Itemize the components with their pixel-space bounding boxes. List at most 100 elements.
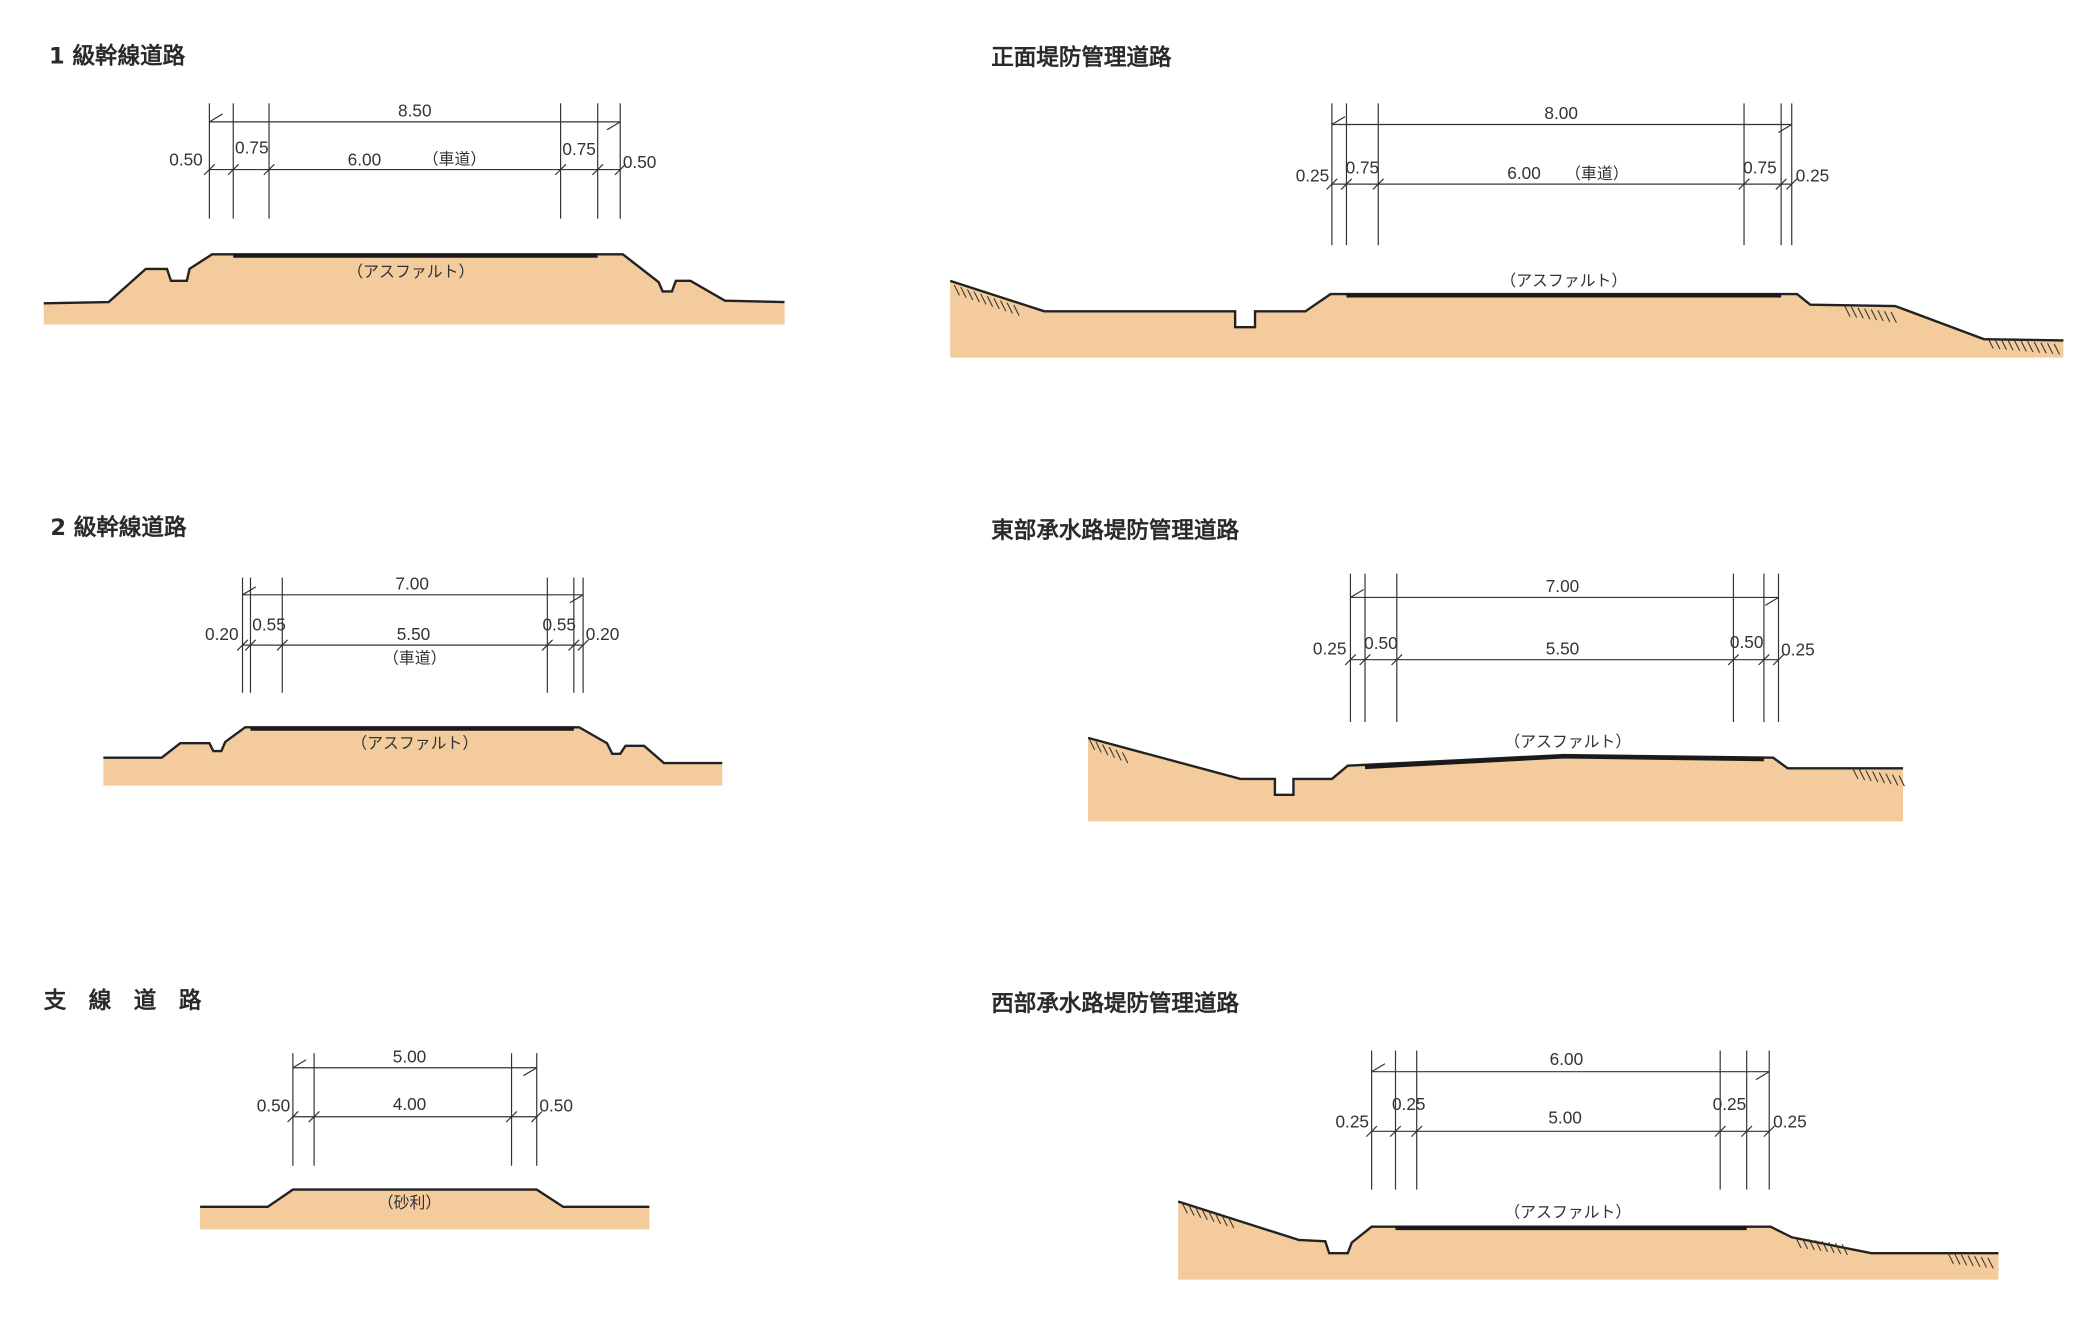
slope-hatch-mark xyxy=(1890,311,1897,323)
width-label: 0.25 xyxy=(1796,165,1830,185)
dimension-tick xyxy=(287,1111,299,1123)
dimension-tick xyxy=(523,1067,538,1077)
slope-hatch-mark xyxy=(1208,1210,1215,1223)
dimension-tick xyxy=(1331,116,1346,126)
width-label: 0.50 xyxy=(1364,633,1398,653)
slope-hatch-mark xyxy=(2053,343,2060,355)
ground-profile-line xyxy=(1177,1200,1999,1255)
dimension-tick xyxy=(1372,178,1384,190)
pavement-layer xyxy=(1364,754,1764,770)
dimension-tick xyxy=(1365,1125,1378,1138)
dimension-tick xyxy=(577,639,589,651)
width-label: 0.25 xyxy=(1313,638,1347,658)
carriageway-label: （車道） xyxy=(1565,164,1629,183)
width-label: 6.00 xyxy=(348,150,382,170)
total-width-label: 7.00 xyxy=(395,574,429,594)
width-label: 0.20 xyxy=(586,624,620,644)
slope-hatch-mark xyxy=(2020,340,2027,352)
surface-material-label: （アスファルト） xyxy=(347,262,474,281)
width-label: 5.50 xyxy=(397,624,431,644)
dimension-tick xyxy=(1764,596,1779,606)
width-label: 5.00 xyxy=(1548,1107,1582,1127)
slope-hatch-mark xyxy=(2007,339,2014,351)
slope-hatch-mark xyxy=(993,298,1000,310)
dimension-tick xyxy=(308,1111,320,1123)
dimension-tick xyxy=(554,163,567,176)
slope-hatch-mark xyxy=(1181,1202,1188,1214)
embankment-fill xyxy=(200,1189,650,1230)
width-label: 0.75 xyxy=(1346,158,1380,178)
total-width-label: 6.00 xyxy=(1550,1049,1584,1069)
dimension-tick xyxy=(1344,653,1357,666)
surface-material-label: （アスファルト） xyxy=(351,733,478,752)
slope-hatch-mark xyxy=(1122,752,1129,764)
total-width-label: 8.50 xyxy=(398,101,432,121)
slope-hatch-mark xyxy=(1852,768,1859,780)
width-label: 0.50 xyxy=(1730,632,1764,652)
width-label: 0.75 xyxy=(562,139,596,159)
slope-hatch-mark xyxy=(1221,1215,1228,1227)
slope-hatch-mark xyxy=(1795,1237,1802,1249)
slope-hatch-mark xyxy=(1821,1241,1829,1253)
dimension-tick xyxy=(591,163,604,176)
slope-hatch-mark xyxy=(1228,1217,1235,1229)
slope-hatch-mark xyxy=(1808,1239,1815,1251)
slope-hatch-mark xyxy=(1864,308,1871,320)
diagram-title: 2 級幹線道路 xyxy=(50,514,187,541)
dimension-tick xyxy=(236,639,249,651)
slope-hatch-mark xyxy=(1844,305,1851,317)
surface-material-label: （砂利） xyxy=(378,1193,442,1212)
slope-hatch-mark xyxy=(1095,741,1102,753)
slope-hatch-mark xyxy=(1108,746,1116,758)
total-width-label: 5.00 xyxy=(393,1046,427,1066)
slope-hatch-mark xyxy=(1201,1208,1208,1220)
surface-material-label: （アスファルト） xyxy=(1500,271,1627,290)
slope-hatch-mark xyxy=(1980,1256,1988,1268)
slope-hatch-mark xyxy=(1947,1252,1954,1265)
dimension-tick xyxy=(1340,178,1353,190)
carriageway-label: （車道） xyxy=(383,649,447,668)
slope-hatch-mark xyxy=(1898,775,1905,787)
width-label: 5.50 xyxy=(1546,638,1580,658)
width-label: 0.50 xyxy=(623,152,657,172)
width-label: 0.75 xyxy=(235,138,269,158)
dimension-tick xyxy=(1775,178,1787,190)
slope-hatch-mark xyxy=(1891,774,1899,786)
diagram-title: 正面堤防管理道路 xyxy=(991,44,1172,71)
dimension-tick xyxy=(1391,653,1403,666)
dimension-tick xyxy=(203,163,216,176)
slope-hatch-mark xyxy=(1801,1238,1809,1250)
slope-hatch-mark xyxy=(986,295,994,307)
dimension-tick xyxy=(1326,178,1338,190)
slope-hatch-mark xyxy=(1987,337,1994,349)
width-label: 0.50 xyxy=(539,1095,573,1115)
ground-profile-line xyxy=(1087,736,1904,797)
carriageway-label: （車道） xyxy=(423,149,487,168)
width-label: 0.25 xyxy=(1713,1094,1747,1114)
dimension-tick xyxy=(1389,1125,1402,1138)
dimension-tick xyxy=(1727,653,1740,666)
ground-profile-line xyxy=(200,1188,650,1209)
slope-hatch-mark xyxy=(1967,1255,1974,1267)
slope-hatch-mark xyxy=(1877,310,1884,322)
width-label: 0.20 xyxy=(205,624,239,644)
slope-hatch-mark xyxy=(2033,341,2041,353)
width-label: 4.00 xyxy=(393,1094,427,1114)
slope-hatch-mark xyxy=(1102,744,1109,756)
cross-section-diagram: 1 級幹線道路8.500.500.756.000.750.50（車道）（アスファ… xyxy=(43,43,785,325)
dimension-tick xyxy=(1755,1071,1770,1081)
slope-hatch-mark xyxy=(1214,1213,1222,1225)
slope-hatch-mark xyxy=(1000,300,1007,312)
slope-hatch-mark xyxy=(1815,1240,1822,1252)
diagram-title: 支 線 道 路 xyxy=(44,987,202,1014)
slope-hatch-mark xyxy=(2000,338,2007,350)
slope-hatch-mark xyxy=(1987,1257,1994,1269)
dimension-tick xyxy=(1371,1063,1386,1073)
diagram-title: 1 級幹線道路 xyxy=(49,43,186,70)
slope-hatch-mark xyxy=(1857,307,1864,319)
width-label: 0.55 xyxy=(252,615,286,635)
dimension-tick xyxy=(1359,653,1371,666)
slope-hatch-mark xyxy=(1841,1244,1848,1256)
